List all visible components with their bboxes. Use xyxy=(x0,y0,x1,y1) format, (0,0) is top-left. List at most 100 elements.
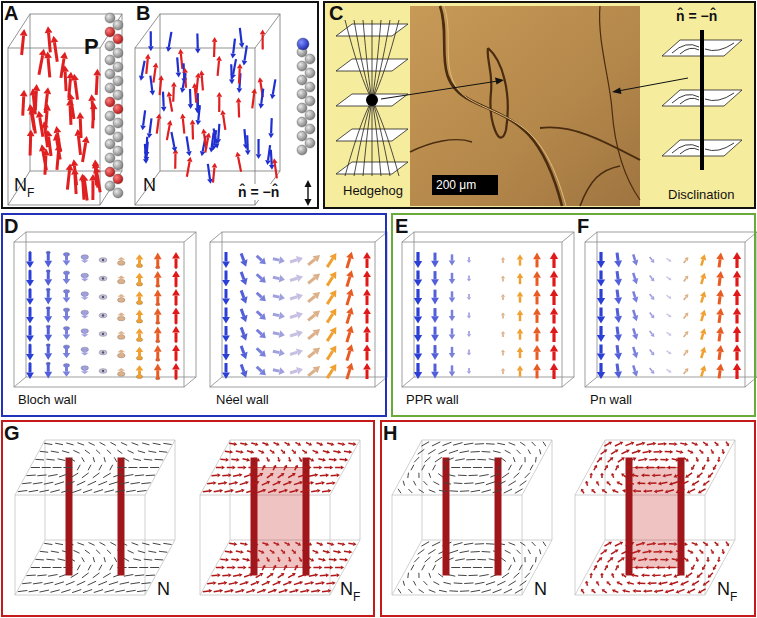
director-line xyxy=(519,565,522,571)
director-line xyxy=(35,459,44,461)
polar-arrow xyxy=(608,483,610,485)
director-line xyxy=(61,490,70,493)
polar-arrow xyxy=(282,451,285,454)
polar-arrow xyxy=(244,129,245,144)
polar-arrow xyxy=(281,573,285,577)
panel-letter: P xyxy=(84,36,99,58)
polar-arrow xyxy=(688,473,692,476)
director-line xyxy=(504,589,512,593)
polar-arrow xyxy=(251,450,255,454)
polar-arrow xyxy=(550,271,558,278)
polar-arrow xyxy=(160,80,161,95)
polar-arrow xyxy=(335,567,341,569)
polar-arrow xyxy=(615,443,620,446)
polar-arrow xyxy=(330,566,333,570)
atom-sphere xyxy=(113,118,123,128)
domain-wall xyxy=(629,468,681,568)
director-line xyxy=(539,549,540,554)
polar-arrow xyxy=(687,590,691,594)
spin-arrow xyxy=(156,259,159,267)
polar-arrow xyxy=(320,574,326,576)
spin-arrow xyxy=(154,364,162,371)
polar-arrow xyxy=(701,333,703,339)
polar-arrow xyxy=(299,581,303,585)
polar-arrow xyxy=(632,371,638,377)
polar-arrow xyxy=(146,59,148,74)
polar-arrow xyxy=(195,108,201,113)
polar-arrow xyxy=(416,308,419,317)
atom-sphere xyxy=(305,110,315,120)
director-line xyxy=(515,489,523,493)
polar-arrow xyxy=(183,73,186,88)
director-line xyxy=(50,590,59,592)
director-line xyxy=(705,43,734,51)
polar-arrow xyxy=(722,449,724,452)
cone-tip xyxy=(102,296,104,298)
director-line xyxy=(77,481,85,485)
spin-arrow xyxy=(346,289,353,296)
polar-arrow xyxy=(262,443,266,444)
director-line xyxy=(413,481,415,486)
director-line xyxy=(26,475,35,477)
polar-arrow xyxy=(331,575,337,577)
pointer-line xyxy=(381,81,498,99)
spin-arrow xyxy=(240,278,247,285)
polar-arrow xyxy=(299,459,302,462)
polar-arrow xyxy=(315,482,321,484)
polar-arrow xyxy=(702,567,705,570)
director-line xyxy=(532,542,536,546)
polar-arrow xyxy=(95,75,99,94)
polar-arrow xyxy=(700,328,706,334)
polar-arrow xyxy=(247,458,251,462)
polar-arrow xyxy=(311,458,314,461)
spin-arrow xyxy=(257,367,262,372)
spin-arrow xyxy=(308,333,315,339)
polar-arrow xyxy=(237,102,240,117)
polar-arrow xyxy=(715,543,718,546)
polar-arrow xyxy=(693,565,695,568)
polar-arrow xyxy=(240,550,244,554)
director-line xyxy=(77,581,85,585)
scale-bar xyxy=(432,175,498,195)
director-line xyxy=(438,574,443,578)
polar-arrow xyxy=(153,63,159,68)
director-line xyxy=(429,590,436,593)
spin-arrow xyxy=(346,252,353,259)
polar-arrow xyxy=(167,92,173,97)
figure-label: F xyxy=(730,591,737,603)
polar-arrow xyxy=(270,473,274,477)
polar-arrow xyxy=(331,542,335,546)
polar-arrow xyxy=(178,49,184,54)
polar-arrow xyxy=(733,345,741,352)
spin-arrow xyxy=(47,290,50,298)
spin-arrow xyxy=(346,307,353,314)
spin-arrow xyxy=(329,290,336,298)
polar-arrow xyxy=(535,333,538,341)
figure-label: n̂ = −n̂ xyxy=(236,184,281,200)
polar-arrow xyxy=(535,352,538,360)
panel-frame: DBloch wallNéel wall xyxy=(1,213,387,417)
polar-arrow xyxy=(225,451,230,453)
polar-arrow xyxy=(733,252,741,259)
spin-arrow xyxy=(65,365,68,371)
polar-arrow xyxy=(239,43,245,48)
director-line xyxy=(93,557,94,562)
polar-arrow xyxy=(331,475,337,477)
director-line xyxy=(130,583,139,584)
polar-arrow xyxy=(619,583,622,585)
polar-arrow xyxy=(633,273,635,279)
polar-arrow xyxy=(329,558,334,560)
polar-arrow xyxy=(236,458,239,462)
polar-arrow xyxy=(431,316,439,323)
director-line xyxy=(493,589,502,592)
director-line xyxy=(137,490,146,491)
polar-arrow xyxy=(647,581,650,585)
polar-arrow xyxy=(196,34,199,49)
polar-arrow xyxy=(214,491,220,492)
polar-arrow xyxy=(216,567,222,569)
polar-arrow xyxy=(585,481,589,484)
director-line xyxy=(449,490,458,492)
polar-arrow xyxy=(605,567,607,570)
director-line xyxy=(128,467,137,468)
spin-arrow xyxy=(138,278,141,284)
